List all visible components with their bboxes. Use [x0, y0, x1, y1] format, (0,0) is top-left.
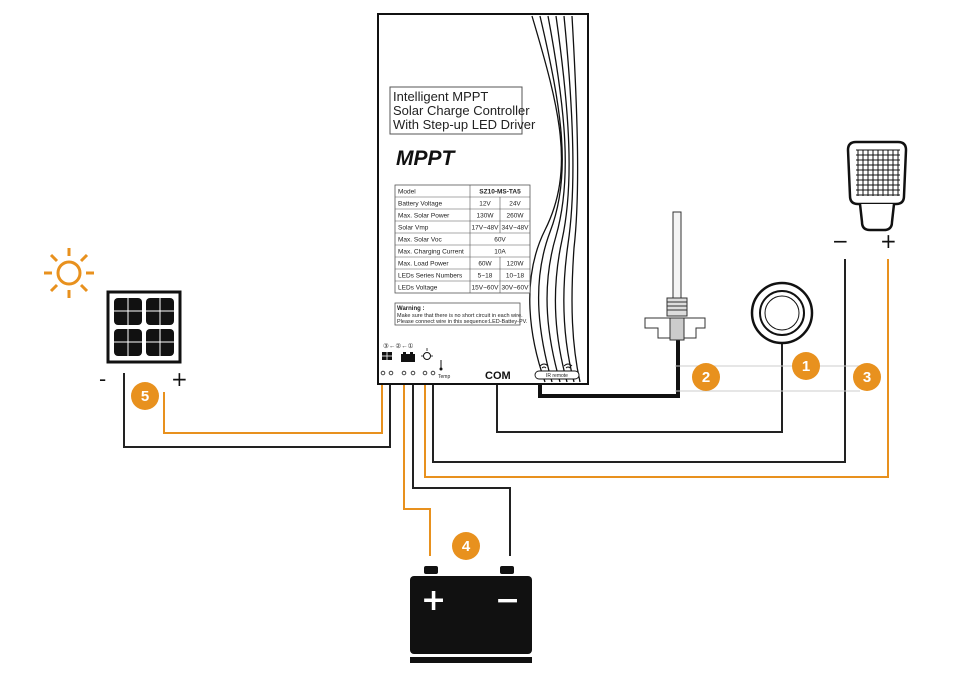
connection-sequence: ③←②←① — [383, 342, 414, 350]
terminal-pins — [380, 370, 436, 376]
spec-value: 17V~48V — [472, 225, 500, 232]
temp-probe-cable — [538, 338, 680, 398]
lamp-terminal-icon — [421, 348, 433, 360]
step-badge-2: 2 — [692, 363, 720, 391]
wifi-icon — [539, 363, 573, 369]
spec-label: LEDs Series Numbers — [398, 273, 463, 280]
sun-icon — [44, 248, 94, 298]
warning-box — [394, 302, 521, 326]
spec-value: SZ10-MS-TA5 — [479, 189, 521, 196]
controller-title-line-3: With Step-up LED Driver — [393, 117, 536, 132]
spec-value: 260W — [507, 213, 525, 220]
controller-swoosh-decoration — [529, 15, 581, 383]
spec-label: Max. Solar Power — [398, 213, 450, 220]
controller-title-box — [389, 86, 523, 135]
spec-label: Model — [398, 189, 416, 196]
spec-label: LEDs Voltage — [398, 285, 438, 292]
step-number: 1 — [802, 358, 810, 375]
step-badge-1: 1 — [792, 352, 820, 380]
step-number: 5 — [141, 388, 149, 405]
spec-label: Max. Solar Voc — [398, 237, 442, 244]
step-badges: 1 2 3 4 5 — [131, 352, 881, 560]
spec-value: 5~18 — [478, 273, 493, 280]
controller-title-line-2: Solar Charge Controller — [393, 103, 530, 118]
ir-remote-label: IR remote — [546, 373, 568, 379]
temp-terminal-icon — [439, 360, 443, 371]
spec-value: 120W — [507, 261, 525, 268]
spec-value: 24V — [509, 201, 521, 208]
step-badge-5: 5 — [131, 382, 159, 410]
mppt-logo: MPPT — [396, 147, 457, 170]
step-number: 4 — [462, 538, 471, 555]
solar-plus-label: + — [171, 367, 188, 391]
lamp-positive-wire — [424, 259, 889, 478]
battery-negative-wire — [412, 378, 511, 556]
step-number: 3 — [863, 369, 871, 386]
battery-plus-label: + — [421, 583, 446, 618]
ir-remote-badge — [534, 370, 580, 380]
spec-value: 30V~60V — [502, 285, 530, 292]
solar-panel-icon — [106, 290, 182, 364]
spec-value: 130W — [477, 213, 495, 220]
spec-value: 10~18 — [506, 273, 525, 280]
spec-label: Solar Vmp — [398, 225, 429, 232]
battery-icon — [410, 566, 532, 663]
temp-label: Temp — [438, 374, 450, 380]
battery-terminal-icon — [401, 352, 415, 362]
wires — [123, 259, 889, 556]
warning-line-1: Make sure that there is no short circuit… — [397, 313, 523, 319]
warning-title: Warning : — [397, 306, 424, 312]
spec-value: 60V — [494, 237, 506, 244]
spec-value: 34V~48V — [502, 225, 530, 232]
spec-value: 15V~60V — [472, 285, 500, 292]
step-badge-4: 4 — [452, 532, 480, 560]
step-badge-3: 3 — [853, 363, 881, 391]
com-label: COM — [485, 370, 511, 382]
lamp-plus-label: + — [880, 229, 897, 253]
spec-value: 60W — [478, 261, 492, 268]
temp-probe-icon — [644, 211, 706, 341]
solar-minus-label: - — [99, 367, 106, 391]
spec-label: Max. Charging Current — [398, 249, 464, 256]
battery-positive-wire — [403, 378, 431, 556]
spec-label: Battery Voltage — [398, 201, 442, 208]
battery-minus-label: − — [495, 583, 520, 618]
solar-positive-wire — [163, 378, 383, 434]
lamp-minus-label: − — [832, 229, 849, 253]
lamp-negative-wire — [432, 259, 846, 463]
ir-sensor-wire — [496, 340, 783, 433]
spec-table-frame — [394, 184, 531, 294]
solar-negative-wire — [123, 373, 391, 448]
controller-title-line-1: Intelligent MPPT — [393, 89, 488, 104]
spec-value: 12V — [479, 201, 491, 208]
solar-terminal-icon — [382, 352, 392, 360]
step-number: 2 — [702, 369, 710, 386]
spec-label: Max. Load Power — [398, 261, 449, 268]
ir-sensor-icon — [750, 281, 814, 345]
controller-box: Intelligent MPPT Solar Charge Controller… — [377, 13, 589, 385]
spec-value: 10A — [494, 249, 506, 256]
led-lamp-icon — [846, 140, 908, 232]
warning-line-2: Please connect wire in this sequence:LED… — [397, 319, 528, 325]
